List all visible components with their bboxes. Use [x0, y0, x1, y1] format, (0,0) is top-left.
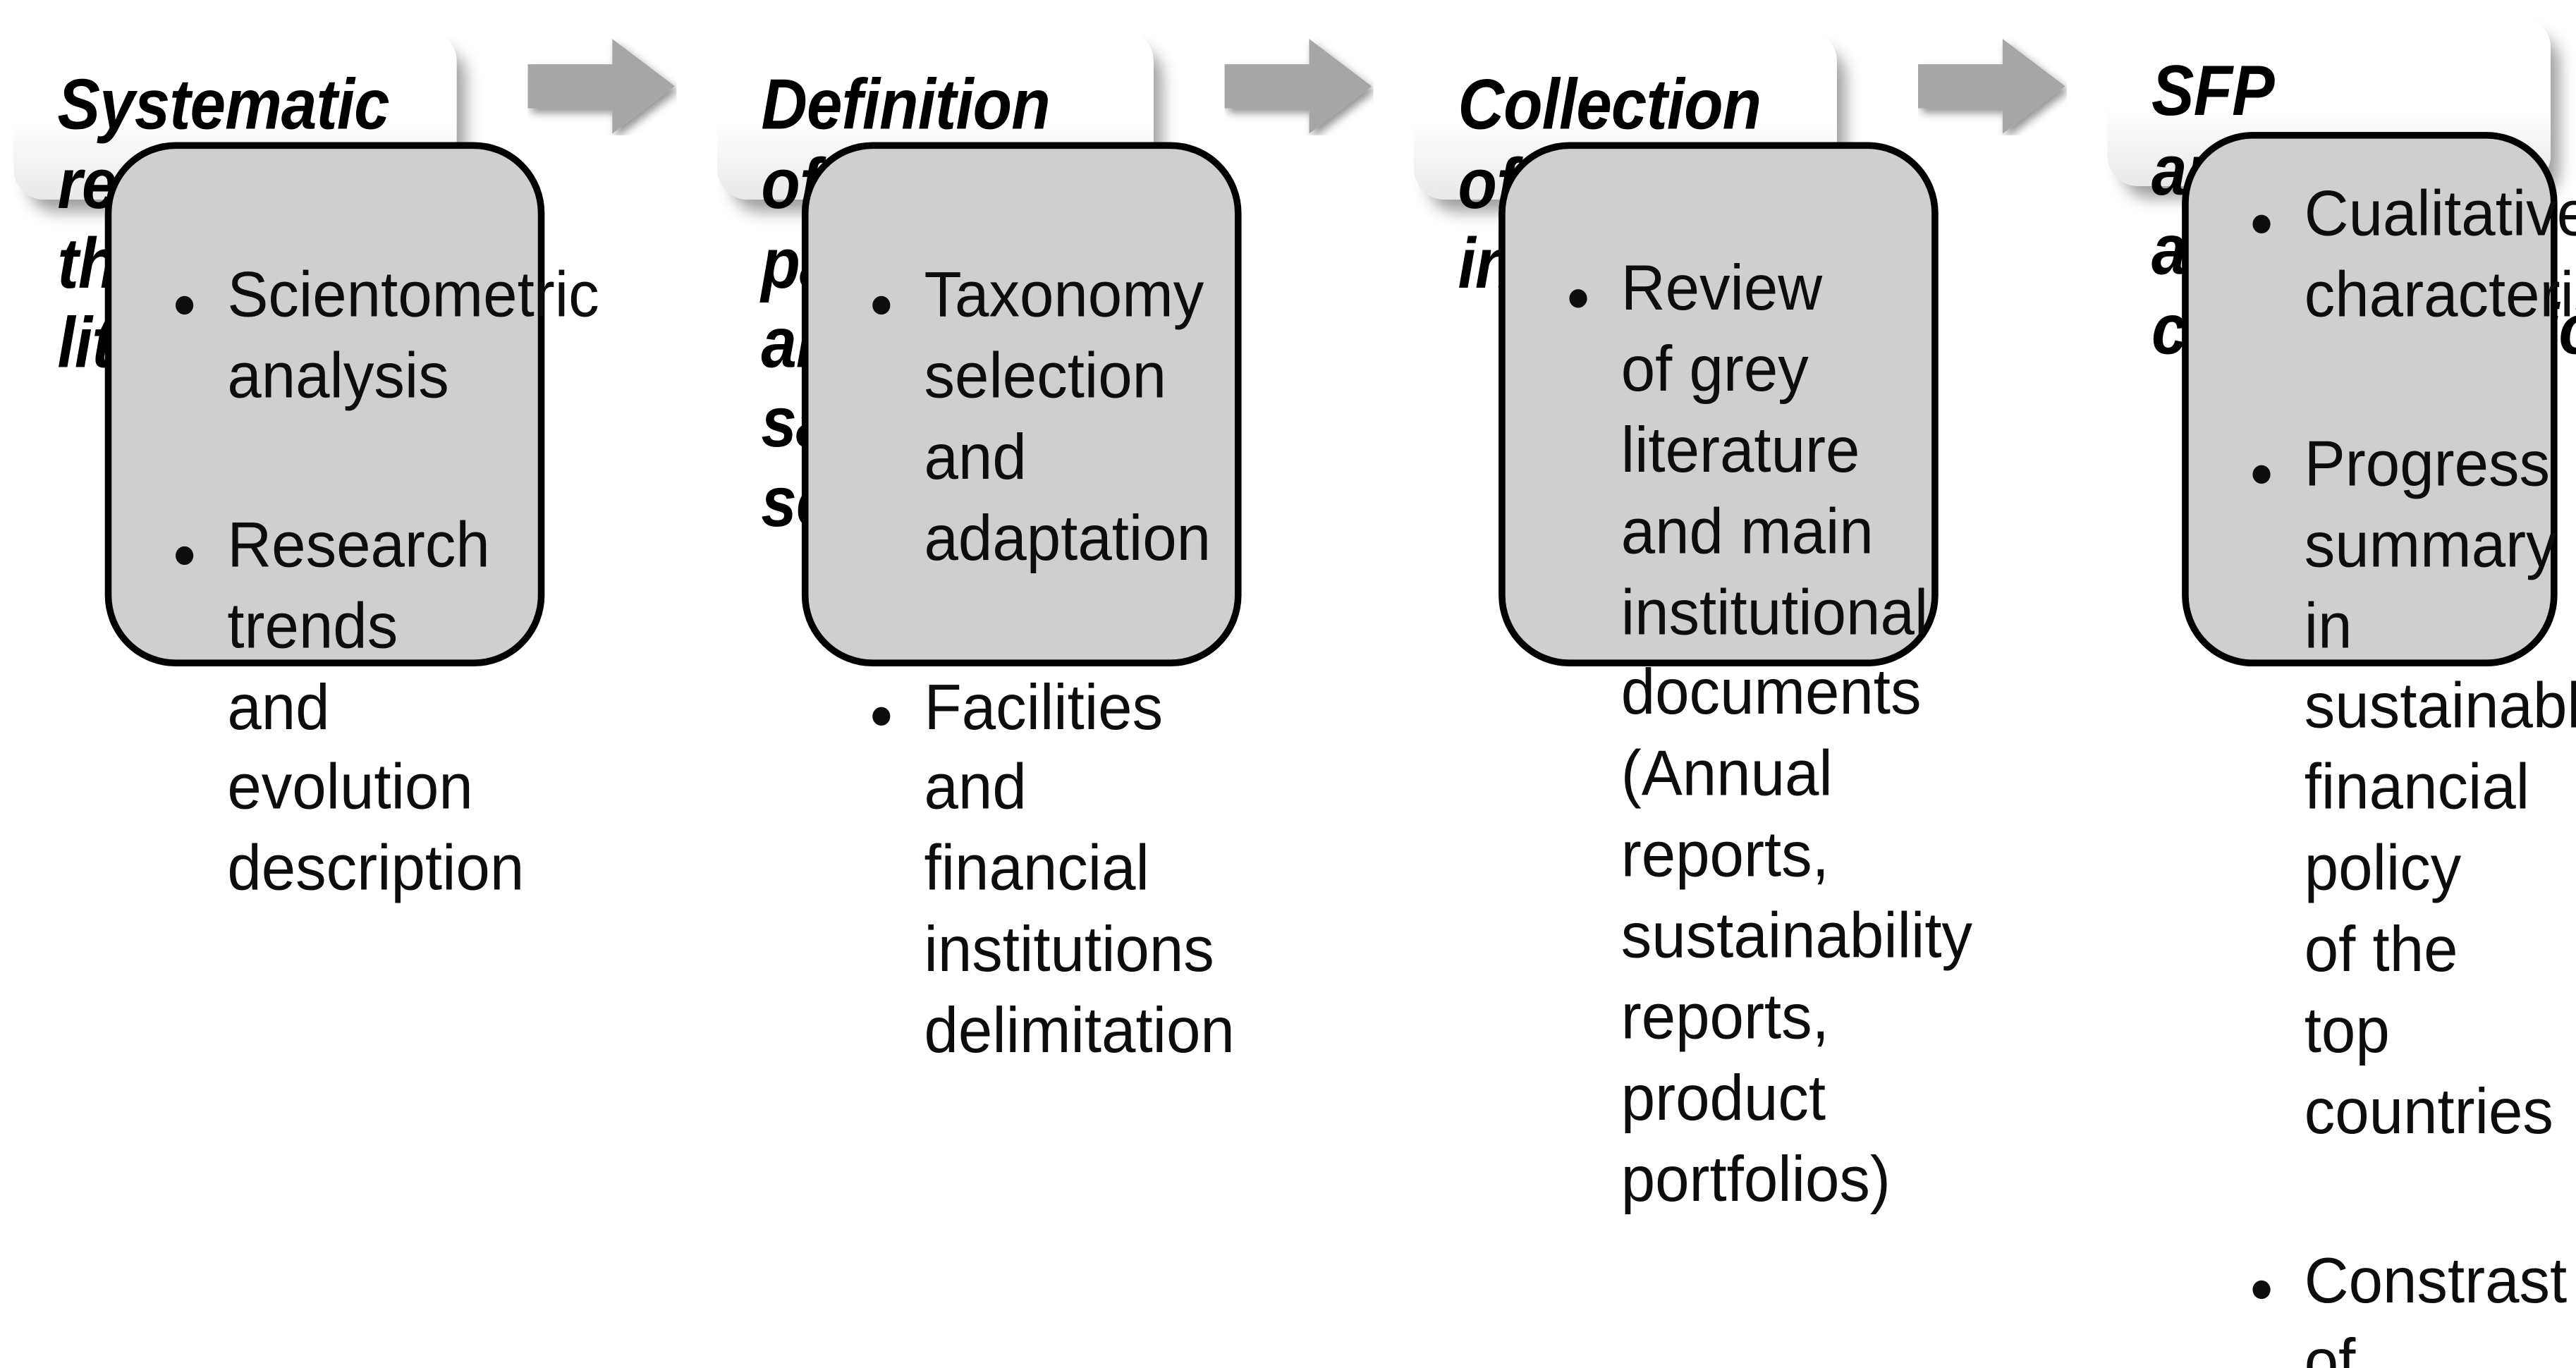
bullet-dot-icon [872, 707, 891, 726]
bullet-dot-icon [176, 545, 194, 565]
bullet-text: Research trends and evolution descriptio… [227, 510, 525, 905]
bullet-text: Scientometric analysis [227, 260, 599, 413]
stage-4-body-box: Cualitative characterisationProgress sum… [2182, 132, 2576, 1368]
bullet-dot-icon [2252, 214, 2271, 233]
bullet-dot-icon [176, 295, 194, 314]
bullet-item: Scientometric analysis [169, 257, 599, 420]
bullet-item: Progress summary in sustainable financia… [2246, 426, 2576, 1154]
bullet-item: Constrast of results with previous arche… [2246, 1242, 2567, 1368]
bullet-item: Taxonomy selection and adaptation [866, 257, 1211, 581]
bullet-dot-icon [2252, 1281, 2271, 1300]
arrow-stage-1-to-stage-2 [527, 37, 676, 135]
bullet-text: Facilities and financial institutions de… [924, 672, 1235, 1068]
stage-3-bullet-list: Review of grey literature and main insti… [1563, 250, 1972, 1222]
bullet-item: Facilities and financial institutions de… [866, 669, 1235, 1074]
bullet-text: Constrast of results with previous arche… [2304, 1245, 2568, 1368]
bullet-text: Review of grey literature and main insti… [1620, 253, 1973, 1216]
stage-3-body-box: Review of grey literature and main insti… [1498, 142, 1972, 1216]
bullet-item: Research trends and evolution descriptio… [169, 507, 524, 912]
bullet-item: Cualitative characterisation [2246, 176, 2576, 338]
bullet-dot-icon [1569, 288, 1587, 308]
bullet-item: Review of grey literature and main insti… [1563, 250, 1972, 1222]
arrow-stage-2-to-stage-3 [1224, 37, 1374, 135]
bullet-text: Cualitative characterisation [2304, 179, 2576, 331]
bullet-text: Progress summary in sustainable financia… [2304, 429, 2576, 1149]
bullet-dot-icon [2252, 464, 2271, 483]
bullet-dot-icon [872, 295, 891, 314]
arrow-stage-3-to-stage-4 [1917, 37, 2067, 135]
stage-4-bullet-list: Cualitative characterisationProgress sum… [2246, 176, 2576, 1368]
bullet-text: Taxonomy selection and adaptation [924, 260, 1211, 575]
